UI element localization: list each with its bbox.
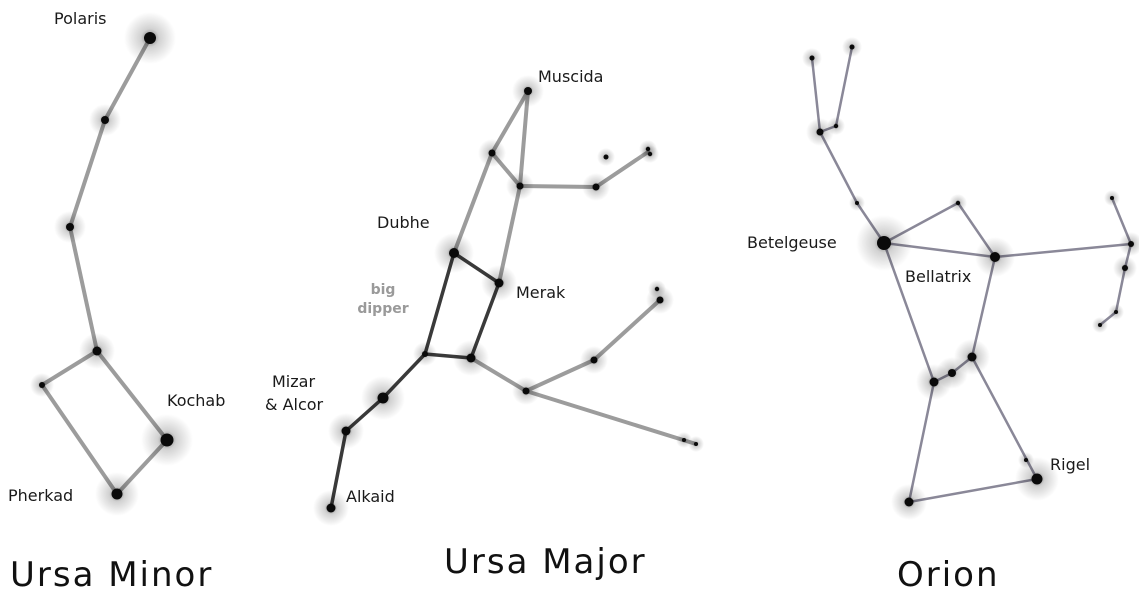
star: [849, 195, 865, 211]
label-and-alcor: & Alcor: [265, 395, 324, 414]
title-ursa-major: Ursa Major: [444, 542, 647, 582]
star-polaris: [124, 12, 176, 64]
label-dubhe: Dubhe: [377, 213, 430, 232]
orion-group: Betelgeuse Bellatrix Rigel Orion: [747, 37, 1139, 590]
label-alkaid: Alkaid: [346, 487, 395, 506]
constellation-line: [526, 391, 696, 444]
star: [453, 340, 489, 376]
star-kochab: [141, 414, 193, 466]
star: [1113, 256, 1137, 280]
star: [1104, 190, 1120, 206]
star: [328, 413, 364, 449]
constellation-line: [70, 120, 105, 227]
star: [1108, 304, 1124, 320]
star: [30, 373, 54, 397]
ursa-minor-group: Polaris Kochab Pherkad Ursa Minor: [8, 9, 225, 590]
star-mintaka: [954, 339, 990, 375]
star: [79, 333, 115, 369]
star-bellatrix: [975, 237, 1015, 277]
star: [506, 172, 534, 200]
label-betelgeuse: Betelgeuse: [747, 233, 837, 252]
star-dubhe: [434, 233, 474, 273]
label-polaris: Polaris: [54, 9, 106, 28]
ursa-minor-stars: [30, 12, 193, 516]
orion-lines: [812, 47, 1131, 502]
star: [842, 37, 862, 57]
label-rigel: Rigel: [1050, 455, 1090, 474]
label-mizar: Mizar: [272, 372, 315, 391]
star: [949, 194, 967, 212]
star: [89, 104, 121, 136]
star: [641, 145, 659, 163]
star: [582, 173, 610, 201]
star: [802, 48, 822, 68]
star-mizar-alcor: [361, 376, 405, 420]
star: [1092, 317, 1108, 333]
label-kochab: Kochab: [167, 391, 225, 410]
star-merak: [481, 265, 517, 301]
star: [478, 139, 506, 167]
constellation-line: [70, 227, 97, 351]
constellation-line: [909, 382, 934, 502]
star: [827, 117, 845, 135]
constellation-line: [836, 47, 852, 126]
star: [1119, 232, 1139, 256]
star: [688, 436, 704, 452]
star-saiph: [891, 484, 927, 520]
constellation-line: [995, 244, 1131, 257]
label-bellatrix: Bellatrix: [905, 267, 971, 286]
star-alkaid: [313, 490, 349, 526]
title-orion: Orion: [897, 555, 1000, 590]
star-pherkad: [95, 472, 139, 516]
ursa-major-group: Muscida Dubhe Merak big dipper Mizar & A…: [265, 67, 704, 582]
star: [597, 148, 615, 166]
big-dipper-lines: [331, 253, 499, 508]
star: [646, 286, 674, 314]
title-ursa-minor: Ursa Minor: [10, 555, 213, 590]
label-big-dipper-line2: dipper: [357, 301, 408, 317]
label-pherkad: Pherkad: [8, 486, 73, 505]
star: [54, 211, 86, 243]
label-big-dipper-line1: big: [371, 282, 396, 298]
label-muscida: Muscida: [538, 67, 603, 86]
star-betelgeuse: [856, 215, 912, 271]
star: [580, 346, 608, 374]
star: [413, 342, 437, 366]
label-merak: Merak: [516, 283, 566, 302]
star: [512, 377, 540, 405]
